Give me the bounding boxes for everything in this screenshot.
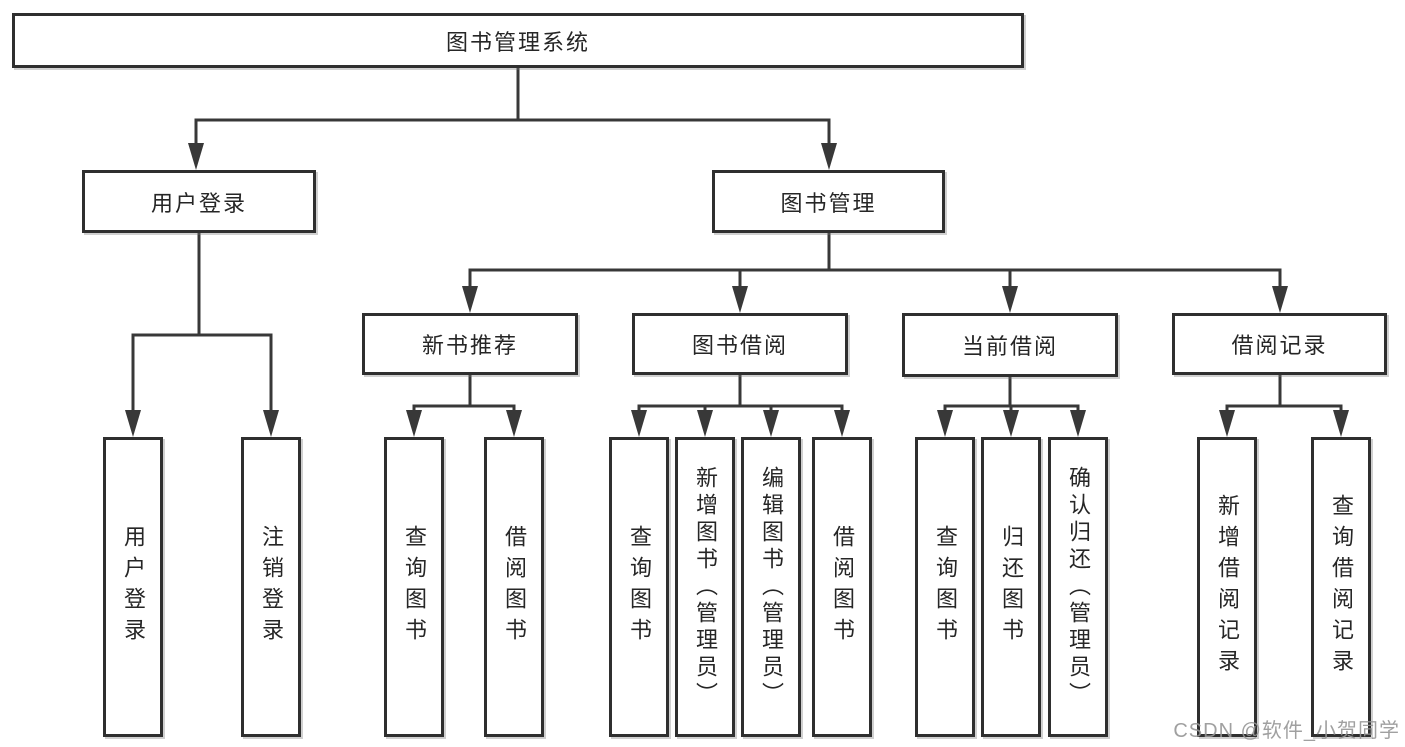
leaf-query-books-recommend-label: 查询图书 [402,525,427,649]
leaf-borrow-books-label: 借阅图书 [830,525,855,649]
leaf-edit-books-admin-label: 编辑图书（管理员） [759,465,784,709]
leaf-query-books-current: 查询图书 [915,437,975,737]
leaf-query-books-current-label: 查询图书 [933,525,958,649]
node-borrow-records: 借阅记录 [1172,313,1387,375]
node-current-borrow-label: 当前借阅 [961,334,1058,359]
node-root-system: 图书管理系统 [12,13,1024,68]
leaf-user-login: 用户登录 [103,437,163,737]
node-new-book-recommend-label: 新书推荐 [421,333,518,358]
node-book-borrow: 图书借阅 [632,313,848,375]
node-user-login-label: 用户登录 [150,190,247,216]
leaf-query-books-borrow-label: 查询图书 [627,525,652,649]
leaf-query-borrow-record: 查询借阅记录 [1311,437,1371,737]
csdn-watermark: CSDN @软件_小贺同学 [1173,720,1400,742]
node-current-borrow: 当前借阅 [902,313,1118,377]
node-borrow-records-label: 借阅记录 [1231,333,1328,358]
leaf-logout-label: 注销登录 [259,525,284,649]
leaf-borrow-books: 借阅图书 [812,437,872,737]
leaf-query-borrow-record-label: 查询借阅记录 [1329,494,1354,680]
leaf-query-books-borrow: 查询图书 [609,437,669,737]
node-root-label: 图书管理系统 [445,29,590,55]
leaf-add-borrow-record: 新增借阅记录 [1197,437,1257,737]
leaf-user-login-label: 用户登录 [121,525,146,649]
leaf-logout: 注销登录 [241,437,301,737]
leaf-edit-books-admin: 编辑图书（管理员） [741,437,801,737]
node-book-borrow-label: 图书借阅 [691,333,788,358]
leaf-confirm-return-admin: 确认归还（管理员） [1048,437,1108,737]
node-book-management-label: 图书管理 [780,190,877,216]
leaf-borrow-books-recommend: 借阅图书 [484,437,544,737]
leaf-add-books-admin-label: 新增图书（管理员） [693,465,718,709]
node-new-book-recommend: 新书推荐 [362,313,578,375]
node-book-management: 图书管理 [712,170,945,233]
leaf-borrow-books-recommend-label: 借阅图书 [502,525,527,649]
arrowheads [125,143,1349,437]
leaf-confirm-return-admin-label: 确认归还（管理员） [1066,465,1091,709]
leaf-query-books-recommend: 查询图书 [384,437,444,737]
leaf-return-books-label: 归还图书 [999,525,1024,649]
node-user-login: 用户登录 [82,170,316,233]
leaf-add-borrow-record-label: 新增借阅记录 [1215,494,1240,680]
leaf-add-books-admin: 新增图书（管理员） [675,437,735,737]
leaf-return-books: 归还图书 [981,437,1041,737]
